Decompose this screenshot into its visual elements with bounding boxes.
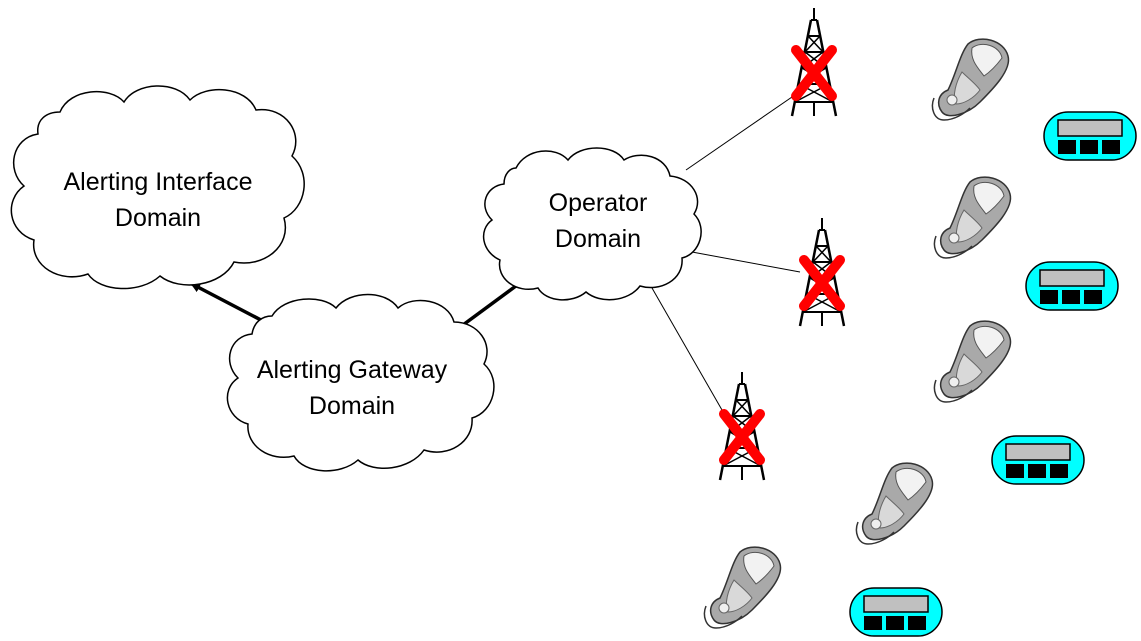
cloud-label-line-1: Operator	[549, 189, 648, 217]
cloud-shape	[10, 85, 305, 290]
link-operator-tower-1	[685, 96, 793, 171]
cloud-shape	[226, 293, 495, 472]
cloud-alerting-gateway: Alerting Gateway Domain	[226, 293, 495, 472]
cell-tower-failed-icon	[800, 218, 844, 326]
cloud-shape	[482, 147, 702, 301]
alert-terminal-icon	[849, 587, 943, 637]
cell-tower-failed-icon	[720, 372, 764, 480]
cloud-label-line-1: Alerting Gateway	[257, 356, 448, 384]
cell-tower-failed-icon	[792, 8, 836, 116]
cloud-label-line-2: Domain	[115, 204, 201, 232]
link-operator-tower-3	[651, 287, 723, 411]
alert-terminal-icon	[991, 435, 1085, 485]
alert-terminal-icon	[1043, 111, 1137, 161]
mobile-phone-icon	[855, 462, 934, 545]
mobile-phone-icon	[703, 546, 782, 629]
link-operator-tower-2	[691, 251, 801, 273]
cloud-label-line-1: Alerting Interface	[64, 168, 253, 196]
cloud-operator: Operator Domain	[482, 147, 702, 301]
cloud-label-line-2: Domain	[309, 392, 395, 420]
cloud-label-line-2: Domain	[555, 225, 641, 253]
mobile-phone-icon	[931, 38, 1010, 121]
cloud-alerting-interface: Alerting Interface Domain	[10, 85, 305, 290]
mobile-phone-icon	[933, 176, 1012, 259]
alert-terminal-icon	[1025, 261, 1119, 311]
mobile-phone-icon	[933, 320, 1012, 403]
